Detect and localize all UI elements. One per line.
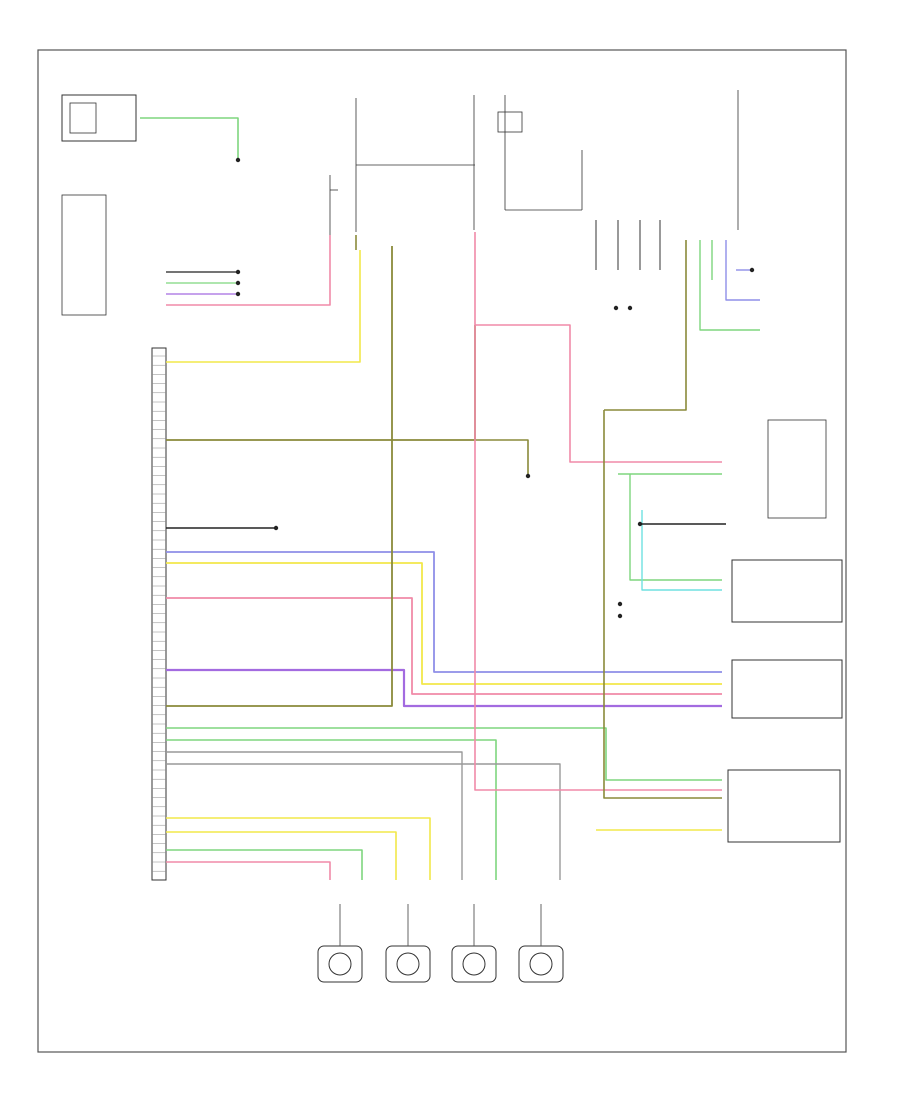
wheel-speed-sensor — [518, 904, 564, 983]
wheel-speed-sensor — [317, 904, 363, 983]
wire — [699, 240, 760, 331]
connector-dot — [235, 280, 241, 286]
wire — [166, 246, 393, 707]
wire — [475, 324, 722, 463]
sensor-body — [451, 945, 497, 983]
connector-dot — [235, 157, 241, 163]
wheel-speed-sensor — [385, 904, 431, 983]
wire — [474, 232, 722, 791]
switch-box-right — [767, 419, 827, 519]
module-box-right-2 — [731, 659, 843, 719]
connector-dot — [749, 267, 755, 273]
connector-dot — [617, 613, 623, 619]
connector-dots — [235, 157, 755, 619]
fuse-relay-area — [329, 95, 583, 235]
wire — [140, 117, 239, 160]
component-box-top-left — [61, 94, 137, 142]
wheel-speed-sensors — [317, 904, 564, 983]
connector-dot — [627, 305, 633, 311]
wire — [725, 240, 760, 301]
sensor-ring — [462, 952, 486, 976]
sensor-body — [518, 945, 564, 983]
sensor-ring — [328, 952, 352, 976]
wire — [641, 510, 722, 591]
connector-dot — [637, 521, 643, 527]
wire — [166, 551, 722, 673]
sensor-ring — [529, 952, 553, 976]
component-box-inner — [69, 102, 97, 134]
component-box-left-mid — [61, 194, 107, 316]
wire — [166, 831, 397, 880]
connector-dot — [235, 291, 241, 297]
wire — [603, 410, 722, 799]
connector-dot — [617, 601, 623, 607]
wire — [166, 849, 363, 880]
wire — [166, 739, 497, 880]
wire — [166, 250, 361, 363]
module-pin-ticks — [152, 355, 166, 872]
connector-dot — [235, 269, 241, 275]
wire — [166, 763, 561, 880]
wire — [166, 562, 722, 685]
sensor-body — [317, 945, 363, 983]
wire — [166, 597, 722, 695]
connector-dot — [273, 525, 279, 531]
wheel-speed-sensor — [451, 904, 497, 983]
wire — [166, 235, 331, 306]
module-box-right-3 — [727, 769, 841, 843]
sensor-body — [385, 945, 431, 983]
wire — [475, 439, 529, 476]
wire — [604, 240, 687, 411]
wire — [166, 325, 476, 441]
sensor-ring — [396, 952, 420, 976]
module-box-right-1 — [731, 559, 843, 623]
wire — [166, 861, 331, 880]
wire — [166, 817, 431, 880]
wire-layer — [140, 117, 760, 880]
wire — [166, 727, 722, 781]
module-pin-strip — [151, 347, 167, 881]
connector-dot — [525, 473, 531, 479]
connector-dot — [613, 305, 619, 311]
wire — [629, 474, 722, 581]
diagram-frame — [37, 49, 847, 1053]
pin-labels — [595, 220, 661, 270]
wire — [166, 751, 463, 880]
wire — [166, 668, 722, 708]
